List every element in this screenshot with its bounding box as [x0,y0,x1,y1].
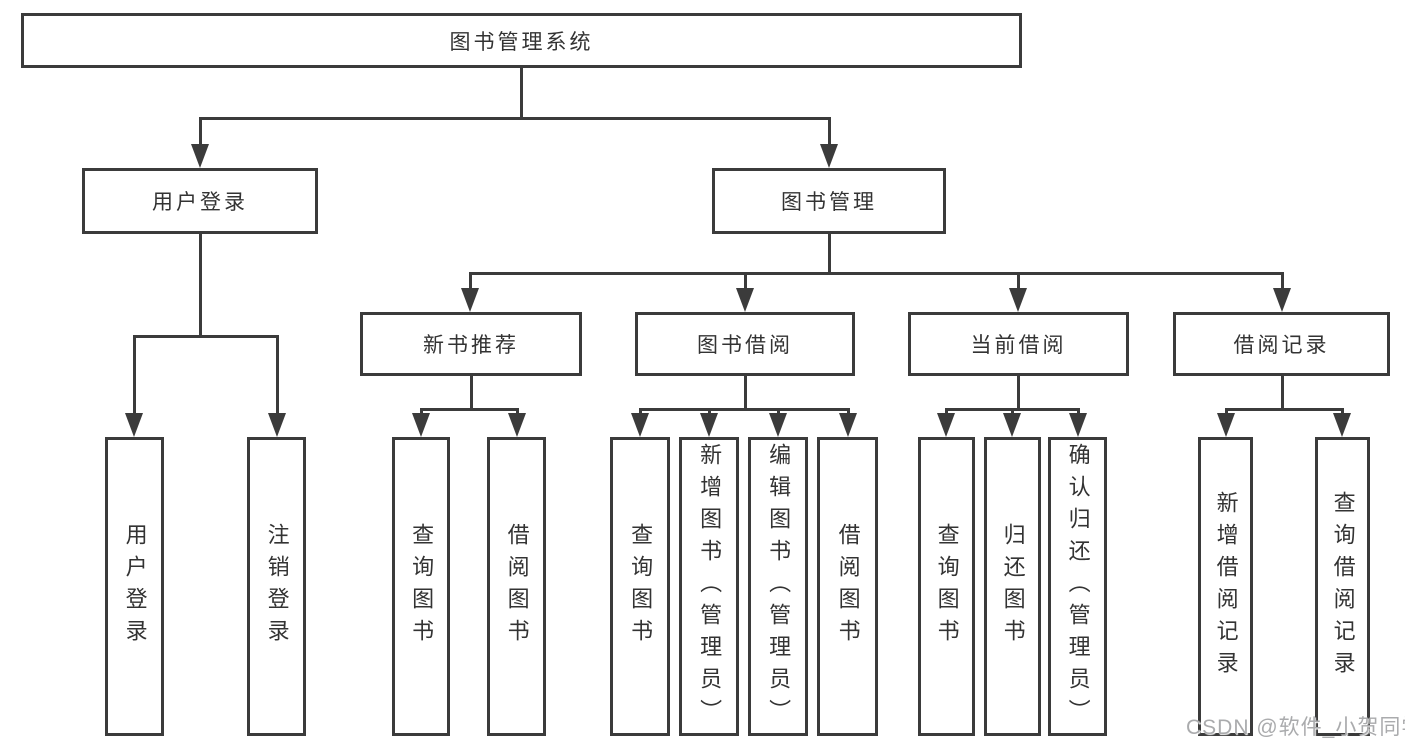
connector-line [468,273,472,288]
arrow-down-icon [125,413,143,437]
connector-line [198,118,202,144]
leaf-add-borrow-record-label: 新增借阅记录 [1213,490,1239,683]
connector-line [1340,409,1344,413]
connector-line [1280,273,1284,288]
connector-line [638,409,642,413]
node-library-management-system: 图书管理系统 [21,13,1022,68]
arrow-down-icon [736,288,754,312]
connector-line [827,234,831,273]
arrow-down-icon [700,413,718,437]
connector-line [132,336,136,413]
leaf-add-books-admin: 新增图书（管理员） [679,437,739,736]
connector-line [275,336,279,413]
arrow-down-icon [1069,413,1087,437]
node-current-borrowing: 当前借阅 [908,312,1129,376]
connector-line [1224,409,1228,413]
leaf-borrow-books-borrowing: 借阅图书 [817,437,878,736]
arrow-down-icon [820,144,838,168]
leaf-user-login: 用户登录 [105,437,164,736]
leaf-borrow-books-recommend-label: 借阅图书 [504,522,530,651]
connector-line [132,334,279,338]
node-current-borrowing-label: 当前借阅 [970,334,1067,357]
leaf-query-books-borrowing-label: 查询图书 [628,522,654,651]
leaf-query-borrow-record-label: 查询借阅记录 [1330,490,1356,683]
connector-line [743,376,747,409]
leaf-return-books-label: 归还图书 [1000,522,1026,651]
connector-line [519,68,523,118]
connector-line [1016,376,1020,409]
leaf-add-borrow-record: 新增借阅记录 [1198,437,1253,736]
node-user-login: 用户登录 [82,168,318,234]
connector-line [707,409,711,413]
node-book-borrowing-label: 图书借阅 [697,334,793,357]
node-book-management: 图书管理 [712,168,946,234]
node-borrowing-records-label: 借阅记录 [1233,334,1330,357]
leaf-confirm-return-admin: 确认归还（管理员） [1048,437,1107,736]
arrow-down-icon [1333,413,1351,437]
node-library-management-system-label: 图书管理系统 [449,30,594,54]
arrow-down-icon [1273,288,1291,312]
connector-line [198,234,202,336]
leaf-confirm-return-admin-label: 确认归还（管理员） [1065,442,1091,731]
leaf-query-books-current: 查询图书 [918,437,975,736]
connector-line [638,407,850,411]
node-user-login-label: 用户登录 [152,191,248,214]
arrow-down-icon [268,413,286,437]
leaf-borrow-books-borrowing-label: 借阅图书 [835,522,861,651]
arrow-down-icon [1217,413,1235,437]
arrow-down-icon [412,413,430,437]
leaf-user-login-label: 用户登录 [122,522,148,651]
arrow-down-icon [1003,413,1021,437]
leaf-logout-label: 注销登录 [264,522,290,651]
leaf-edit-books-admin: 编辑图书（管理员） [748,437,808,736]
connector-line [1076,409,1080,413]
connector-line [1016,273,1020,288]
arrow-down-icon [631,413,649,437]
connector-line [1280,376,1284,409]
leaf-logout: 注销登录 [247,437,306,736]
leaf-borrow-books-recommend: 借阅图书 [487,437,546,736]
connector-line [469,376,473,409]
leaf-query-borrow-record: 查询借阅记录 [1315,437,1370,736]
arrow-down-icon [1009,288,1027,312]
connector-line [743,273,747,288]
arrow-down-icon [191,144,209,168]
connector-line [419,409,423,413]
connector-line [944,409,948,413]
arrow-down-icon [461,288,479,312]
connector-line [198,116,831,120]
node-new-book-recommendation-label: 新书推荐 [423,334,519,357]
connector-line [1010,409,1014,413]
leaf-edit-books-admin-label: 编辑图书（管理员） [766,442,792,731]
connector-line [1224,407,1344,411]
node-borrowing-records: 借阅记录 [1173,312,1390,376]
connector-line [827,118,831,144]
connector-line [468,271,1284,275]
connector-line [419,407,519,411]
node-new-book-recommendation: 新书推荐 [360,312,582,376]
node-book-borrowing: 图书借阅 [635,312,855,376]
leaf-add-books-admin-label: 新增图书（管理员） [697,442,723,731]
watermark: CSDN @软件_小贺同学 [1186,716,1405,739]
connector-line [846,409,850,413]
arrow-down-icon [937,413,955,437]
leaf-return-books: 归还图书 [984,437,1041,736]
leaf-query-books-recommend: 查询图书 [392,437,450,736]
connector-line [776,409,780,413]
connector-line [515,409,519,413]
leaf-query-books-current-label: 查询图书 [934,522,960,651]
arrow-down-icon [769,413,787,437]
leaf-query-books-borrowing: 查询图书 [610,437,670,736]
leaf-query-books-recommend-label: 查询图书 [409,522,435,651]
arrow-down-icon [839,413,857,437]
arrow-down-icon [508,413,526,437]
node-book-management-label: 图书管理 [781,191,877,214]
